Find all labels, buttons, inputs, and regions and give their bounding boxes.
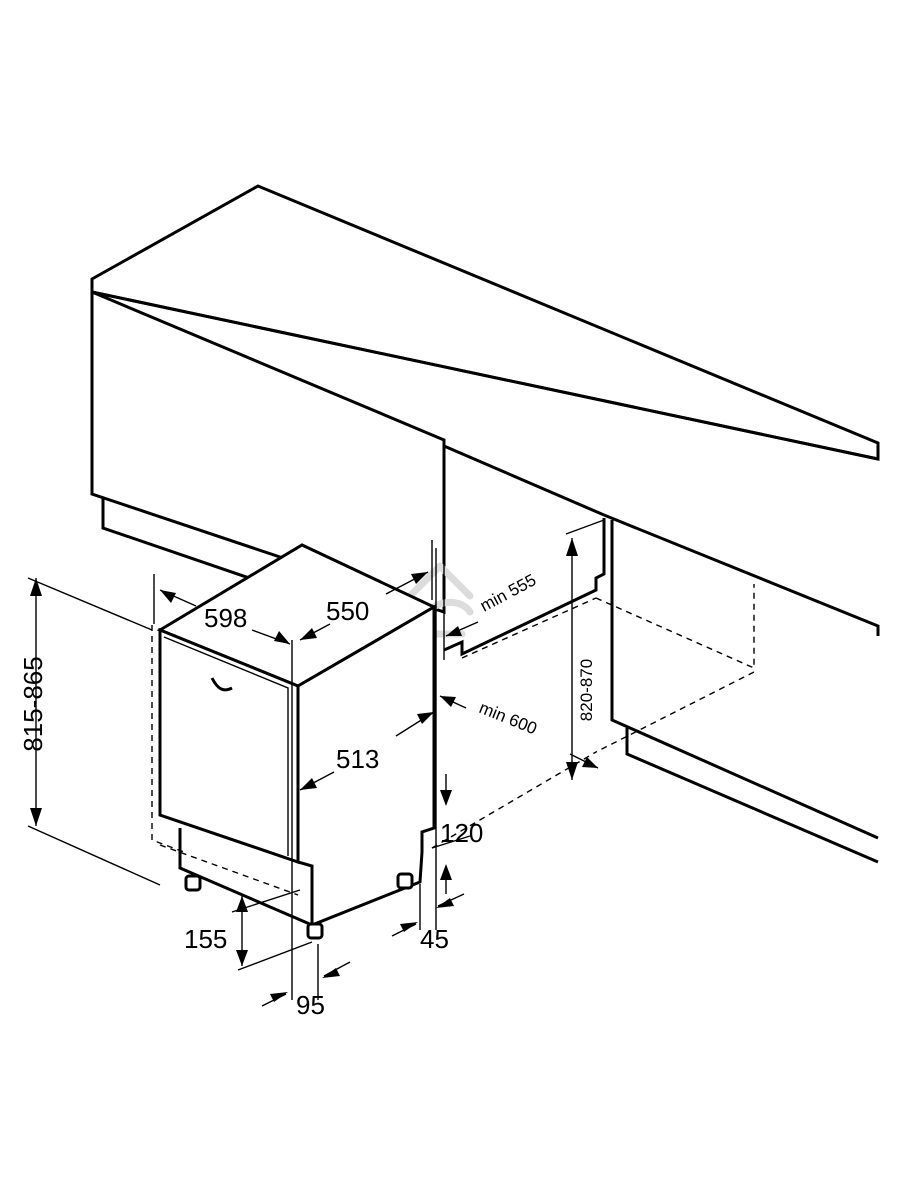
door-inner-edge	[163, 636, 289, 856]
label-height-range: 815-865	[18, 656, 48, 751]
foot-front-left	[184, 874, 202, 892]
dishwasher-base	[178, 828, 313, 927]
worktop-front-edge	[91, 290, 879, 461]
label-depth: 550	[326, 596, 369, 626]
label-inner-depth: 513	[336, 744, 379, 774]
foot-back-right	[396, 872, 414, 890]
label-plinth-depth: 155	[184, 924, 227, 954]
door-panel-outline	[151, 625, 185, 853]
niche-floor-dash-right	[595, 584, 755, 670]
dishwasher-side	[296, 604, 436, 928]
right-cabinet	[603, 513, 880, 636]
door-handle	[210, 677, 233, 692]
dishwasher-door	[158, 627, 300, 865]
niche-back-lower	[443, 518, 606, 657]
label-toe-kick: 120	[440, 818, 483, 848]
base-dash	[159, 844, 299, 896]
niche-back-wall	[443, 444, 605, 517]
worktop	[90, 184, 880, 461]
right-cabinet-front	[610, 520, 879, 840]
right-cabinet-plinth	[625, 728, 879, 864]
dishwasher	[151, 543, 438, 940]
label-foot-offset: 95	[296, 990, 325, 1020]
label-niche-depth: min 555	[477, 570, 539, 615]
niche-floor-dash-left	[461, 597, 597, 659]
label-foot-height: 45	[420, 924, 449, 954]
niche-floor-dash-back	[595, 671, 755, 753]
dimension-lines	[27, 519, 605, 1007]
kitchen-cabinets	[90, 184, 880, 864]
label-niche-width: min 600	[477, 698, 540, 738]
foot-front-right	[306, 922, 324, 940]
label-width: 598	[204, 603, 247, 633]
left-cabinet-plinth	[101, 498, 291, 594]
label-niche-height: 820-870	[577, 659, 596, 721]
